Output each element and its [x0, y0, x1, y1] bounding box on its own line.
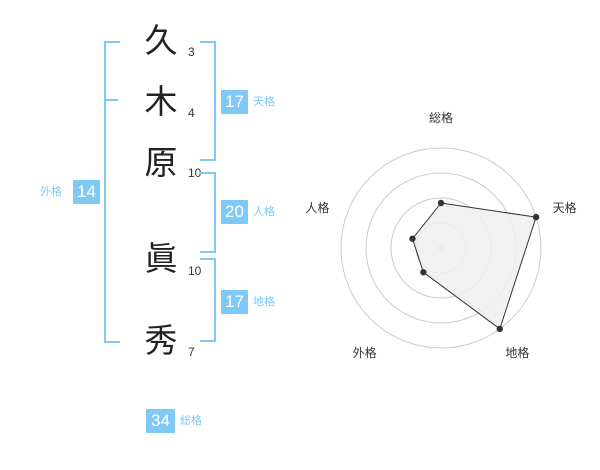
chikaku-value: 17: [221, 290, 248, 314]
radar-axis-label-gaikaku: 外格: [352, 346, 377, 361]
radar-ring: [340, 147, 542, 349]
tenkaku-value: 17: [221, 90, 248, 114]
name-char-4: 眞: [144, 239, 178, 278]
gaikaku-label: 外格: [40, 185, 62, 198]
name-char-1: 久: [144, 21, 178, 60]
tenkaku-bracket: [200, 41, 216, 161]
soukaku-value: 34: [146, 409, 175, 433]
radar-axis-label-tenkaku: 天格: [552, 200, 577, 215]
stroke-count-2: 4: [188, 106, 195, 120]
tenkaku-label: 天格: [253, 95, 275, 108]
name-char-5: 秀: [144, 321, 178, 360]
radar-point-1: [532, 213, 540, 221]
gaikaku-bracket: [104, 41, 120, 343]
name-char-2: 木: [144, 82, 178, 121]
gaikaku-value: 14: [73, 180, 100, 204]
radar-point-4: [409, 235, 416, 242]
radar-axis-label-chikaku: 地格: [505, 346, 530, 361]
gaikaku-bracket-tick: [104, 99, 118, 101]
jinkaku-value: 20: [221, 200, 248, 224]
jinkaku-label: 人格: [253, 205, 275, 218]
radar-axis-label-soukaku: 総格: [429, 111, 454, 125]
chikaku-label: 地格: [253, 295, 275, 308]
radar-point-3: [420, 269, 427, 276]
stroke-count-1: 3: [188, 45, 195, 59]
radar-axis-label-jinkaku: 人格: [305, 200, 330, 215]
stroke-count-3: 10: [188, 166, 202, 180]
jinkaku-bracket: [200, 172, 216, 253]
stroke-count-4: 10: [188, 264, 202, 278]
radar-point-0: [437, 199, 445, 207]
soukaku-label: 総格: [180, 414, 202, 427]
radar-series-area: [411, 202, 537, 330]
name-char-3: 原: [144, 143, 178, 182]
chikaku-bracket: [200, 258, 216, 342]
radar-point-2: [496, 325, 503, 333]
stroke-count-5: 7: [188, 345, 195, 359]
